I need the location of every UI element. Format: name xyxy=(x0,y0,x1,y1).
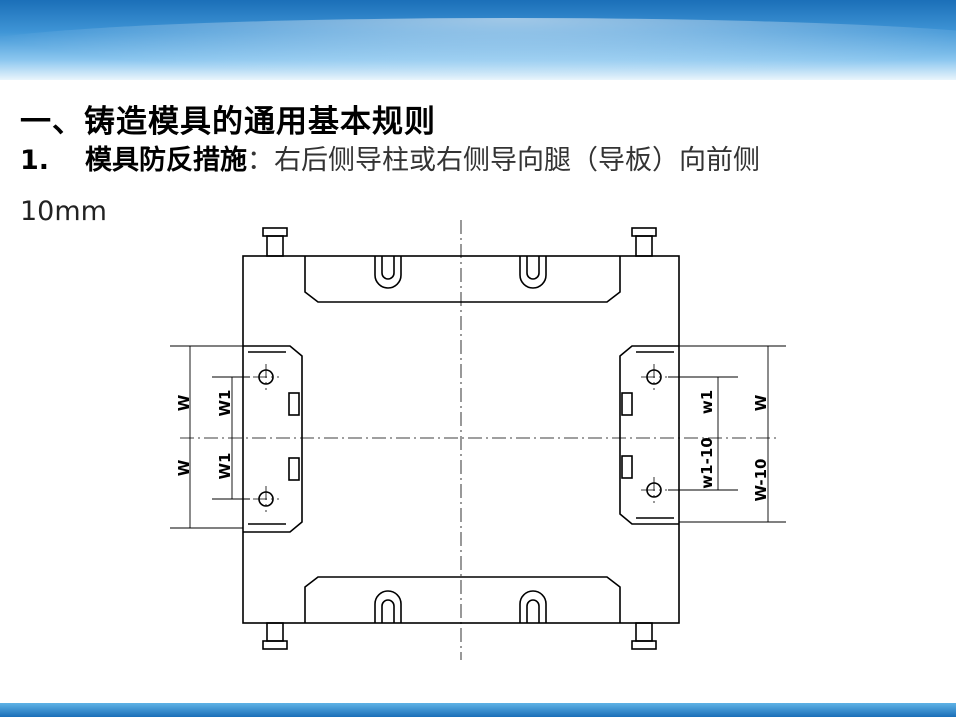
u-slot-bottom-2-inner xyxy=(526,599,540,623)
top-banner xyxy=(0,0,956,80)
dim-label-right-inner-bottom: w1-10 xyxy=(698,437,716,488)
dimension-lines xyxy=(170,345,786,529)
bullet-item: 1. 模具防反措施：右后侧导柱或右侧导向腿（导板）向前侧 xyxy=(20,147,920,174)
locator-right-top xyxy=(621,392,633,416)
dim-label-right-inner-top: w1 xyxy=(698,390,716,414)
guide-pin-bottom-right xyxy=(631,640,657,650)
u-slot-top-2-inner xyxy=(526,256,540,280)
dim-label-right-outer-bottom: W-10 xyxy=(752,459,770,502)
guide-plate-top xyxy=(304,256,621,303)
dim-label-left-inner-top: W1 xyxy=(216,390,234,417)
dim-label-left-outer-bottom: W xyxy=(175,459,193,476)
u-slot-top-1-inner xyxy=(381,256,395,280)
guide-plate-right xyxy=(619,345,679,525)
bullet-text: ：右后侧导柱或右侧导向腿（导板）向前侧 xyxy=(247,145,761,176)
slide-title: 一、铸造模具的通用基本规则 xyxy=(20,104,436,140)
u-slot-bottom-2 xyxy=(519,590,547,623)
guide-pin-bottom-right-shaft xyxy=(635,622,653,642)
dim-label-right-outer-top: W xyxy=(752,394,770,411)
bullet-text-continued: 10mm xyxy=(20,196,107,227)
guide-pin-bottom-left xyxy=(262,640,288,650)
bullet-number: 1. xyxy=(20,145,50,176)
bullet-keyword: 模具防反措施 xyxy=(85,145,248,176)
locator-left-top xyxy=(288,392,300,416)
guide-plate-left xyxy=(243,345,303,533)
guide-pin-top-right xyxy=(631,227,657,237)
banner-sheen xyxy=(0,18,956,78)
guide-pin-top-left-shaft xyxy=(266,235,284,257)
u-slot-top-1 xyxy=(374,256,402,289)
guide-pin-top-right-shaft xyxy=(635,235,653,257)
locator-left-bottom xyxy=(288,457,300,481)
dim-label-left-outer-top: W xyxy=(175,394,193,411)
u-slot-top-2 xyxy=(519,256,547,289)
u-slot-bottom-1 xyxy=(374,590,402,623)
dim-label-left-inner-bottom: W1 xyxy=(216,453,234,480)
guide-plate-bottom xyxy=(304,576,621,623)
guide-pin-top-left xyxy=(262,227,288,237)
center-lines xyxy=(180,220,780,660)
guide-pin-bottom-left-shaft xyxy=(266,622,284,642)
locator-right-bottom xyxy=(621,455,633,479)
bottom-band xyxy=(0,703,956,717)
u-slot-bottom-1-inner xyxy=(381,599,395,623)
